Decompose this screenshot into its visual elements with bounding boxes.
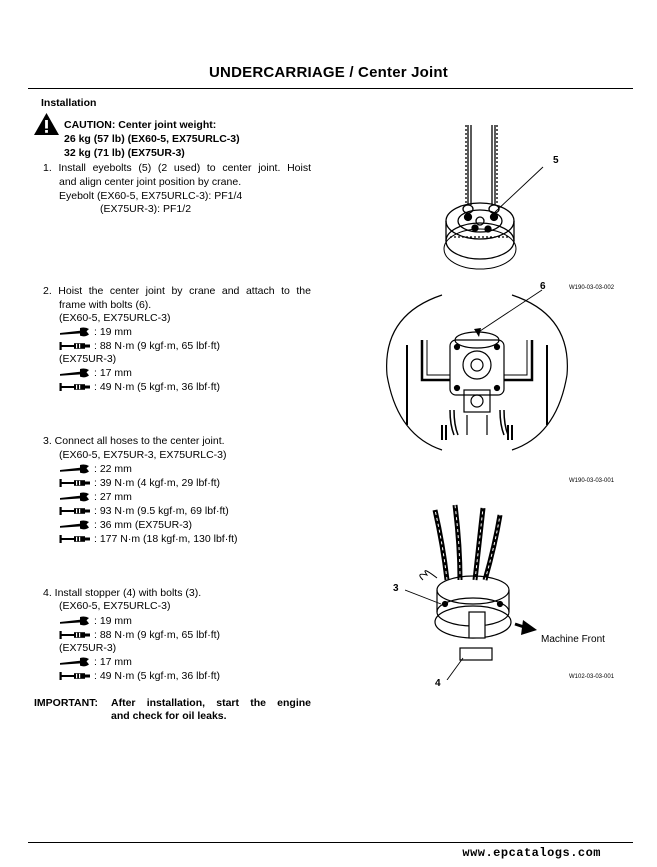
important-label: IMPORTANT:: [34, 697, 98, 709]
step-2-model-1: (EX60-5, EX75URLC-3): [59, 312, 171, 324]
caution-weight-2: 32 kg (71 lb) (EX75UR-3): [64, 147, 185, 159]
torque-wrench-icon: [59, 506, 91, 516]
step-4-model-1: (EX60-5, EX75URLC-3): [59, 600, 171, 612]
figure-1-id: W190-03-03-002: [569, 285, 615, 291]
footer-site: www.epcatalogs.com: [462, 846, 601, 860]
section-heading: Installation: [41, 97, 97, 109]
important-line-1: After installation, start the engine: [111, 697, 311, 709]
step-4-wrench-2-value: : 17 mm: [94, 655, 132, 668]
caution-weight-1: 26 kg (57 lb) (EX60-5, EX75URLC-3): [64, 133, 240, 145]
step-3-torque-2: : 93 N·m (9.5 kgf·m, 69 lbf·ft): [59, 504, 229, 518]
torque-wrench-icon: [59, 630, 91, 640]
caution-label: CAUTION: Center joint weight:: [64, 119, 217, 131]
page-title: UNDERCARRIAGE / Center Joint: [209, 64, 448, 81]
figure-3-id: W102-03-03-001: [569, 674, 615, 680]
wrench-icon: [59, 492, 91, 502]
figure-stopper: [405, 504, 537, 680]
figure-2-id: W190-03-03-001: [569, 478, 615, 484]
step-4-torque-1: : 88 N·m (9 kgf·m, 65 lbf·ft): [59, 628, 220, 642]
step-2-line-2: frame with bolts (6).: [59, 299, 152, 311]
step-4-wrench-1: : 19 mm: [59, 614, 132, 628]
step-3-wrench-1-value: : 22 mm: [94, 462, 132, 475]
step-3-torque-3-value: : 177 N·m (18 kgf·m, 130 lbf·ft): [94, 532, 238, 545]
step-3-model-1: (EX60-5, EX75UR-3, EX75URLC-3): [59, 449, 227, 461]
important-line-2: and check for oil leaks.: [111, 710, 227, 722]
step-2-line-1: 2. Hoist the center joint by crane and a…: [43, 285, 311, 297]
step-2-wrench-2: : 17 mm: [59, 366, 132, 380]
step-3-wrench-3-value: : 36 mm (EX75UR-3): [94, 518, 193, 531]
wrench-icon: [59, 327, 91, 337]
step-1-eyebolt-alt: (EX75UR-3): PF1/2: [100, 203, 192, 215]
caution-triangle-icon: [33, 112, 60, 136]
callout-stopper: 4: [435, 678, 441, 689]
torque-wrench-icon: [59, 341, 91, 351]
wrench-icon: [59, 616, 91, 626]
step-1-line-2: and align center joint position by crane…: [59, 176, 242, 188]
callout-frame-bolts: 6: [540, 281, 546, 292]
step-2-torque-1-value: : 88 N·m (9 kgf·m, 65 lbf·ft): [94, 339, 221, 352]
step-4-wrench-1-value: : 19 mm: [94, 614, 132, 627]
torque-wrench-icon: [59, 382, 91, 392]
torque-wrench-icon: [59, 671, 91, 681]
step-3-wrench-3: : 36 mm (EX75UR-3): [59, 518, 192, 532]
step-3-torque-1-value: : 39 N·m (4 kgf·m, 29 lbf·ft): [94, 476, 221, 489]
step-3-torque-3: : 177 N·m (18 kgf·m, 130 lbf·ft): [59, 532, 238, 546]
wrench-icon: [59, 464, 91, 474]
step-2-wrench-1: : 19 mm: [59, 325, 132, 339]
figure-eyebolt-hoist: [443, 125, 544, 270]
step-2-model-2: (EX75UR-3): [59, 353, 117, 365]
step-3-wrench-2: : 27 mm: [59, 490, 132, 504]
callout-eyebolt: 5: [553, 155, 559, 166]
step-4-torque-2-value: : 49 N·m (5 kgf·m, 36 lbf·ft): [94, 669, 221, 682]
figure-frame-bolts: [386, 289, 568, 451]
step-3-torque-2-value: : 93 N·m (9.5 kgf·m, 69 lbf·ft): [94, 504, 229, 517]
step-4-model-2: (EX75UR-3): [59, 642, 117, 654]
step-2-torque-1: : 88 N·m (9 kgf·m, 65 lbf·ft): [59, 339, 220, 353]
torque-wrench-icon: [59, 534, 91, 544]
step-1-eyebolt: Eyebolt (EX60-5, EX75URLC-3): PF1/4: [59, 190, 243, 202]
step-4-torque-1-value: : 88 N·m (9 kgf·m, 65 lbf·ft): [94, 628, 221, 641]
wrench-icon: [59, 657, 91, 667]
step-3-torque-1: : 39 N·m (4 kgf·m, 29 lbf·ft): [59, 476, 220, 490]
callout-bolt: 3: [393, 583, 399, 594]
step-2-torque-2-value: : 49 N·m (5 kgf·m, 36 lbf·ft): [94, 380, 221, 393]
step-2-wrench-2-value: : 17 mm: [94, 366, 132, 379]
footer-rule: [28, 842, 633, 843]
step-4-wrench-2: : 17 mm: [59, 655, 132, 669]
wrench-icon: [59, 368, 91, 378]
step-4-torque-2: : 49 N·m (5 kgf·m, 36 lbf·ft): [59, 669, 220, 683]
step-2-wrench-1-value: : 19 mm: [94, 325, 132, 338]
step-3-wrench-1: : 22 mm: [59, 462, 132, 476]
step-4-line-1: 4. Install stopper (4) with bolts (3).: [43, 587, 202, 599]
wrench-icon: [59, 520, 91, 530]
step-3-line-1: 3. Connect all hoses to the center joint…: [43, 435, 225, 447]
step-3-wrench-2-value: : 27 mm: [94, 490, 132, 503]
machine-front-label: Machine Front: [541, 634, 605, 645]
title-rule: [28, 88, 633, 89]
step-1-line-1: 1. Install eyebolts (5) (2 used) to cent…: [43, 162, 311, 174]
torque-wrench-icon: [59, 478, 91, 488]
step-2-torque-2: : 49 N·m (5 kgf·m, 36 lbf·ft): [59, 380, 220, 394]
